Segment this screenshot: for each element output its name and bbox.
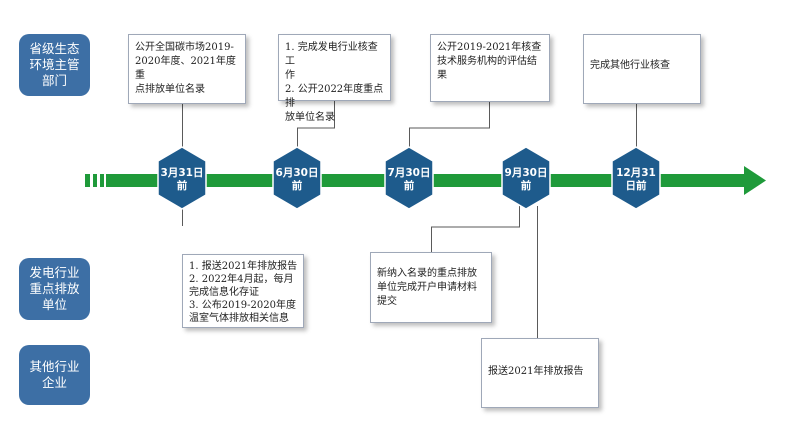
milestone-hex-sep30 <box>501 146 551 210</box>
milestone-label-sep30: 9月30日 前 <box>504 167 548 192</box>
connector-sep-power <box>431 206 520 252</box>
milestone-label-mar31: 3月31日 前 <box>160 167 204 192</box>
milestone-hex-jun30 <box>272 146 322 210</box>
task-box-gov-jun30: 1. 完成发电行业核查工 作 2. 公开2022年度重点排 放单位名录 <box>278 34 391 123</box>
milestone-hex-dec31 <box>611 146 661 210</box>
role-other-industry-enterprises: 其他行业 企业 <box>19 345 90 405</box>
task-box-power-sep30: 新纳入名录的重点排放 单位完成开户申请材料 提交 <box>370 252 492 323</box>
task-box-gov-mar31: 公开全国碳市场2019- 2020年度、2021年度重 点排放单位名录 <box>128 34 246 104</box>
milestone-label-jul30: 7月30日 前 <box>387 167 431 192</box>
task-box-other-sep30: 报送2021年排放报告 <box>481 338 599 408</box>
role-power-key-emitters: 发电行业 重点排放 单位 <box>19 258 90 320</box>
milestone-hex-mar31 <box>157 146 207 210</box>
milestone-label-dec31: 12月31 日前 <box>616 167 656 192</box>
milestone-hex-jul30 <box>384 146 434 210</box>
role-provincial-ecology-dept: 省级生态 环境主管 部门 <box>19 34 90 96</box>
task-box-gov-jul30: 公开2019-2021年核查 技术服务机构的评估结 果 <box>430 34 550 102</box>
connector-jun-gov <box>297 101 335 152</box>
connector-jul-gov <box>409 102 490 152</box>
task-box-power-mar31: 1. 报送2021年排放报告 2. 2022年4月起，每月 完成信息化存证 3.… <box>182 254 304 328</box>
task-box-gov-dec31: 完成其他行业核查 <box>583 34 701 104</box>
milestone-label-jun30: 6月30日 前 <box>275 167 319 192</box>
